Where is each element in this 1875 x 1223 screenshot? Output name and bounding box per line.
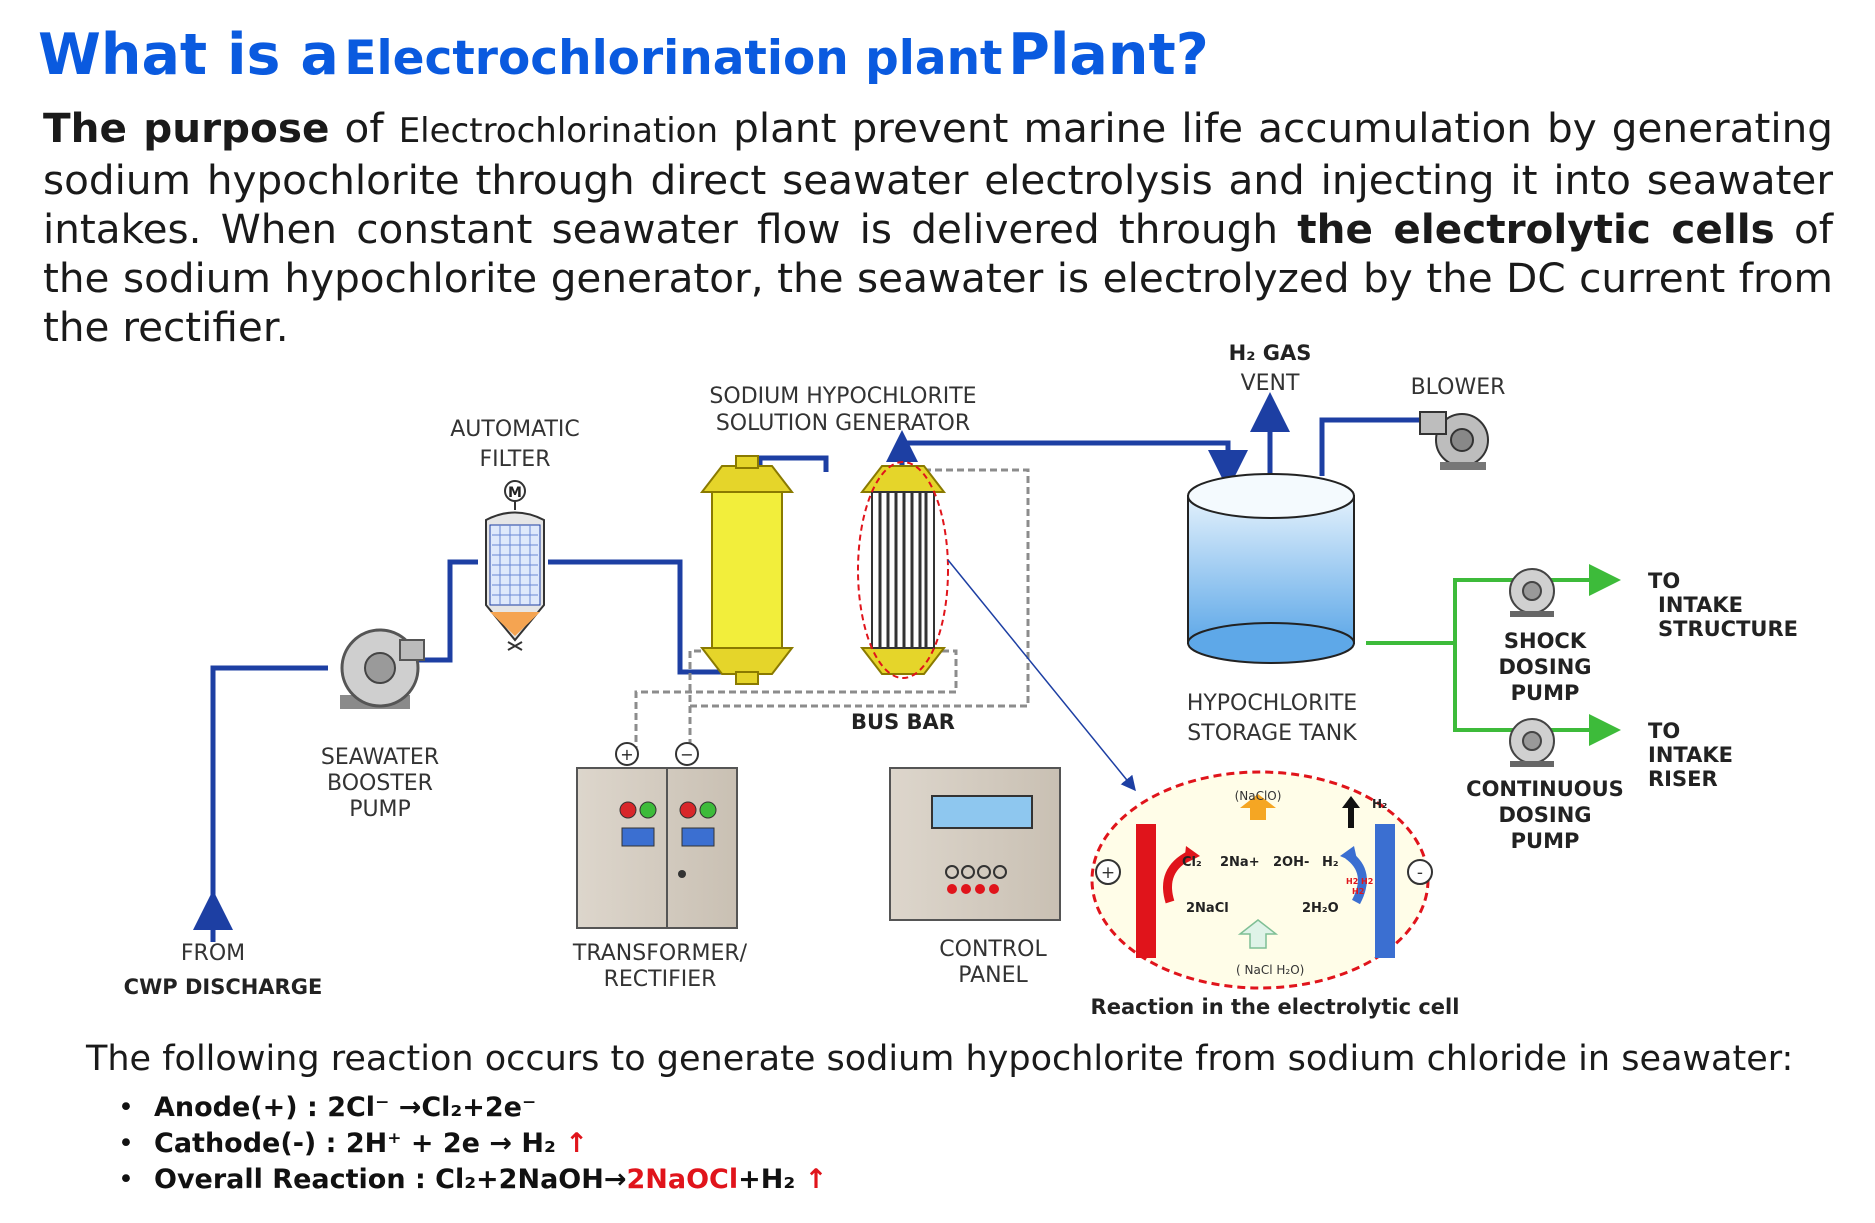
label-transformer-2: RECTIFIER bbox=[604, 967, 717, 992]
label-filter-1: AUTOMATIC bbox=[450, 417, 580, 442]
cell-plus: + bbox=[1101, 863, 1115, 883]
overall-equation: Overall Reaction : Cl₂+2NaOH→2NaOCl+H₂ ↑ bbox=[118, 1162, 827, 1198]
anode-equation: Anode(+) : 2Cl⁻ →Cl₂+2e⁻ bbox=[118, 1090, 827, 1126]
label-from: FROM bbox=[181, 941, 245, 966]
cell-h2-mid: H₂ bbox=[1322, 855, 1339, 870]
label-to-riser-3: RISER bbox=[1648, 767, 1718, 791]
label-continuous-2: DOSING bbox=[1498, 803, 1591, 827]
cell-pointer bbox=[947, 559, 1136, 792]
title-part-2: Electrochlorination plant bbox=[344, 31, 1003, 86]
cell-oh: 2OH- bbox=[1273, 855, 1309, 870]
label-to-riser-2: INTAKE bbox=[1648, 743, 1733, 767]
label-filter-2: FILTER bbox=[480, 447, 551, 472]
label-generator-1: SODIUM HYPOCHLORITE bbox=[709, 384, 976, 409]
continuous-dosing-pump bbox=[1509, 718, 1555, 767]
label-blower: BLOWER bbox=[1411, 375, 1506, 400]
hypochlorite-storage-tank bbox=[1187, 473, 1355, 664]
label-continuous-3: PUMP bbox=[1511, 829, 1580, 853]
label-control-1: CONTROL bbox=[939, 937, 1047, 962]
cell-cl2: Cl₂ bbox=[1182, 855, 1202, 870]
transformer-rectifier: + − bbox=[576, 742, 738, 929]
label-shock-2: DOSING bbox=[1498, 655, 1591, 679]
cell-h2-bubbles-2: H2 bbox=[1352, 887, 1364, 896]
automatic-filter: M bbox=[485, 480, 545, 651]
shock-dosing-pump bbox=[1509, 568, 1555, 617]
cell-naclo: (NaClO) bbox=[1235, 789, 1282, 803]
label-pump-3: PUMP bbox=[349, 797, 411, 822]
cell-minus: - bbox=[1417, 863, 1423, 883]
intro-text-2: plant prevent marine life accumulation b… bbox=[43, 104, 1833, 253]
label-to-riser-1: TO bbox=[1648, 719, 1680, 743]
overall-product: 2NaOCl bbox=[626, 1164, 739, 1195]
label-transformer-1: TRANSFORMER/ bbox=[572, 941, 748, 966]
cathode-up-arrow: ↑ bbox=[565, 1128, 588, 1159]
label-shock-3: PUMP bbox=[1511, 681, 1580, 705]
intro-text-3: of the sodium hypochlorite generator, th… bbox=[43, 205, 1833, 351]
label-continuous-1: CONTINUOUS bbox=[1466, 777, 1624, 801]
hypochlorite-generator-2 bbox=[857, 461, 949, 679]
cell-nacl: 2NaCl bbox=[1186, 901, 1229, 916]
reaction-cell-inset: + - (NaClO) H₂ Cl₂ 2Na+ 2OH- H₂ 2NaCl 2H… bbox=[1090, 770, 1433, 990]
overall-text: Overall Reaction : Cl₂+2NaOH→ bbox=[154, 1164, 627, 1195]
label-control-2: PANEL bbox=[958, 963, 1028, 988]
label-tank-2: STORAGE TANK bbox=[1187, 721, 1357, 746]
label-tank-1: HYPOCHLORITE bbox=[1187, 691, 1357, 716]
label-to-structure-1: TO bbox=[1648, 569, 1680, 593]
intro-bold-cells: the electrolytic cells bbox=[1297, 205, 1775, 253]
svg-text:+: + bbox=[620, 745, 633, 764]
label-vent: VENT bbox=[1241, 371, 1300, 396]
diagram-labels: H₂ GAS VENT BLOWER SODIUM HYPOCHLORITE S… bbox=[124, 341, 1798, 1019]
label-pump-2: BOOSTER bbox=[327, 771, 433, 796]
title-part-3: Plant? bbox=[1008, 22, 1209, 88]
cell-na: 2Na+ bbox=[1220, 855, 1260, 870]
cell-nacl-h2o: ( NaCl H₂O) bbox=[1236, 963, 1304, 977]
seawater-booster-pump bbox=[340, 628, 425, 709]
label-to-structure-3: STRUCTURE bbox=[1658, 617, 1798, 641]
label-pump-1: SEAWATER bbox=[321, 745, 439, 770]
cathode-text: Cathode(-) : 2H⁺ + 2e → H₂ bbox=[154, 1128, 556, 1159]
label-generator-2: SOLUTION GENERATOR bbox=[716, 411, 970, 436]
page-title: What is a Electrochlorination plant Plan… bbox=[38, 22, 1209, 92]
intro-bold-purpose: The purpose bbox=[43, 104, 330, 152]
intro-paragraph: The purpose of Electrochlorination plant… bbox=[43, 104, 1833, 352]
label-cwp-discharge: CWP DISCHARGE bbox=[124, 975, 323, 999]
label-bus-bar: BUS BAR bbox=[851, 710, 955, 734]
cathode-equation: Cathode(-) : 2H⁺ + 2e → H₂ ↑ bbox=[118, 1126, 827, 1162]
anode-text: Anode(+) : 2Cl⁻ →Cl₂+2e⁻ bbox=[154, 1092, 537, 1123]
bus-bar-wiring bbox=[634, 468, 1030, 748]
label-cell-caption: Reaction in the electrolytic cell bbox=[1091, 995, 1460, 1019]
svg-text:−: − bbox=[680, 745, 693, 764]
title-part-1: What is a bbox=[38, 22, 339, 88]
overall-tail: +H₂ bbox=[738, 1164, 796, 1195]
hypochlorite-generator-1 bbox=[699, 455, 795, 685]
label-to-structure-2: INTAKE bbox=[1658, 593, 1743, 617]
overall-up-arrow: ↑ bbox=[804, 1164, 828, 1195]
motor-label: M bbox=[508, 485, 522, 501]
blower bbox=[1419, 411, 1489, 470]
control-panel bbox=[889, 767, 1061, 921]
cell-h2o: 2H₂O bbox=[1302, 901, 1339, 916]
intro-text-1: of bbox=[329, 104, 399, 152]
cell-h2-bubbles-1: H2 H2 bbox=[1346, 877, 1373, 886]
label-shock-1: SHOCK bbox=[1504, 629, 1587, 653]
label-h2-gas: H₂ GAS bbox=[1229, 341, 1312, 365]
intro-small-term: Electrochlorination bbox=[398, 111, 719, 151]
reaction-intro: The following reaction occurs to generat… bbox=[86, 1039, 1794, 1079]
cell-h2-top: H₂ bbox=[1372, 797, 1387, 811]
reaction-list: Anode(+) : 2Cl⁻ →Cl₂+2e⁻ Cathode(-) : 2H… bbox=[118, 1090, 827, 1198]
